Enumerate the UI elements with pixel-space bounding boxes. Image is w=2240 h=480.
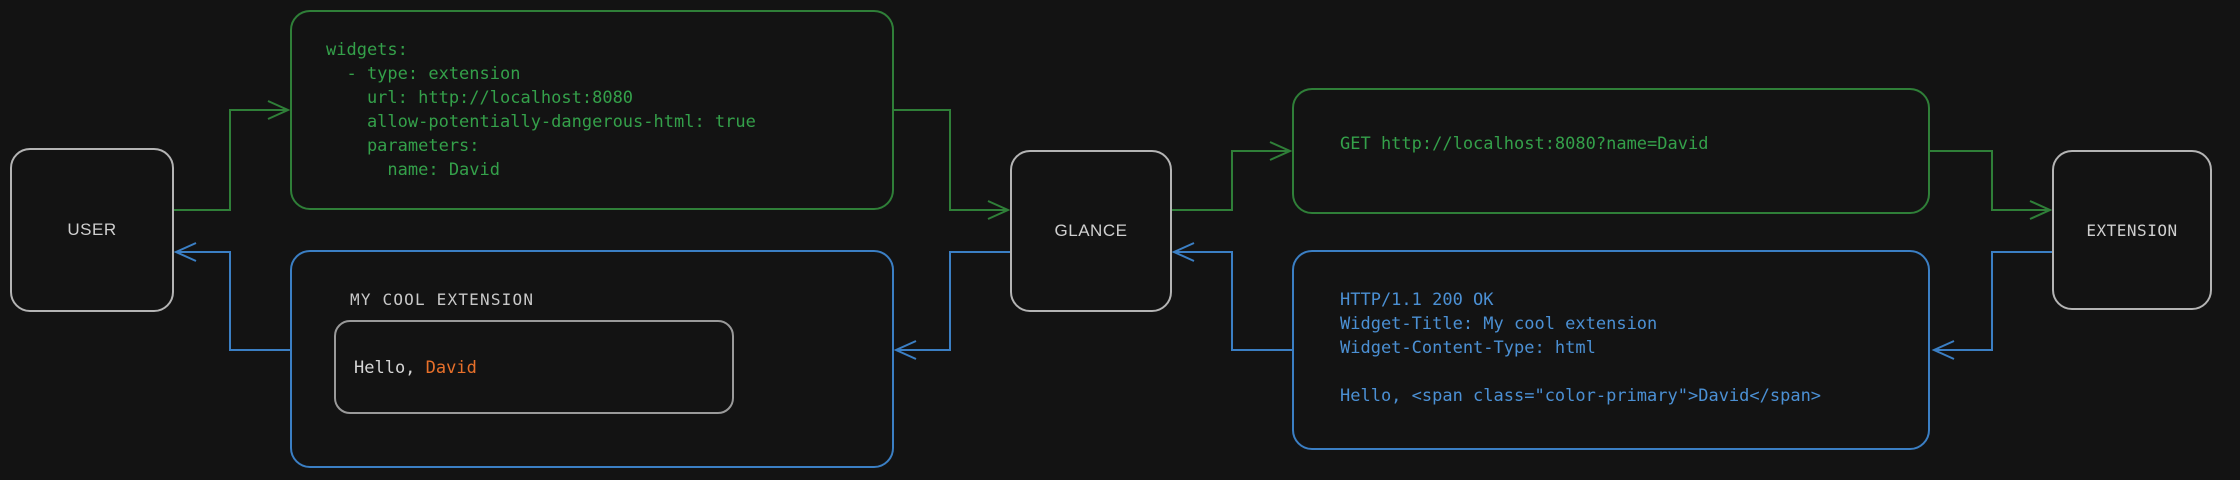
widget-preview-card: Hello, David xyxy=(334,320,734,414)
edge-user-to-yaml xyxy=(174,100,291,211)
http-request-text: GET http://localhost:8080?name=David xyxy=(1340,134,1709,154)
widget-greeting-text: Hello, xyxy=(354,358,426,378)
edge-response-to-glance xyxy=(1171,242,1292,351)
widget-name-highlight: David xyxy=(425,358,477,378)
edge-request-to-extension xyxy=(1930,150,2053,220)
node-glance-label: GLANCE xyxy=(1054,221,1128,240)
panel-http-response: HTTP/1.1 200 OK Widget-Title: My cool ex… xyxy=(1292,250,1930,450)
node-extension[interactable]: EXTENSION xyxy=(2052,150,2212,310)
panel-yaml-config: widgets: - type: extension url: http://l… xyxy=(290,10,894,210)
edge-glance-to-widget xyxy=(893,251,1010,360)
panel-widget-preview: MY COOL EXTENSION Hello, David xyxy=(290,250,894,468)
edge-yaml-to-glance xyxy=(894,109,1011,220)
node-glance[interactable]: GLANCE xyxy=(1010,150,1172,312)
panel-http-request: GET http://localhost:8080?name=David xyxy=(1292,88,1930,214)
node-user[interactable]: USER xyxy=(10,148,174,312)
yaml-config-text: widgets: - type: extension url: http://l… xyxy=(326,40,756,180)
edge-glance-to-request xyxy=(1172,141,1293,211)
widget-preview-title: MY COOL EXTENSION xyxy=(350,290,535,309)
edge-widget-to-user xyxy=(173,242,290,351)
http-response-text: HTTP/1.1 200 OK Widget-Title: My cool ex… xyxy=(1340,290,1822,406)
edge-extension-to-response xyxy=(1931,251,2052,360)
node-user-label: USER xyxy=(67,220,117,239)
node-extension-label: EXTENSION xyxy=(2086,220,2178,240)
widget-preview-card-text: Hello, David xyxy=(354,358,477,378)
